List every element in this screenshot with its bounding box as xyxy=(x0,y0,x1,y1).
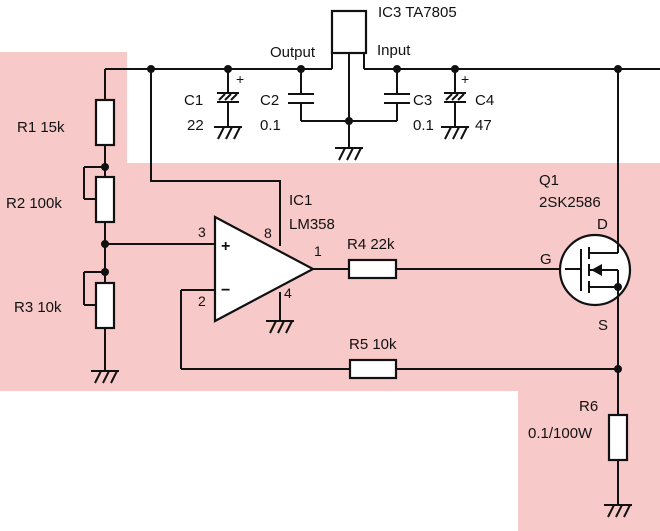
mosfet-q1: Q1 2SK2586 D G S xyxy=(539,172,632,334)
mosfet-drain-label: D xyxy=(597,216,608,233)
capacitor-c2: C2 0.1 xyxy=(260,69,397,134)
resistor-r6: R6 0.1/100W xyxy=(528,398,629,462)
top-rail xyxy=(104,52,660,230)
opamp-minus-sign: − xyxy=(221,282,230,299)
c1-name: C1 xyxy=(184,92,203,109)
capacitor-c3: C3 0.1 xyxy=(384,69,434,134)
c1-value: 22 xyxy=(187,117,204,134)
regulator-label: IC3 TA7805 xyxy=(378,4,457,21)
resistor-r1: R1 15k xyxy=(17,98,116,147)
mosfet-name: Q1 xyxy=(539,172,559,189)
opamp-pin2: 2 xyxy=(198,293,206,309)
capacitor-c1: + C1 22 xyxy=(184,69,244,134)
r1-label: R1 15k xyxy=(17,119,65,136)
r2-label: R2 100k xyxy=(6,195,62,212)
junction-dots xyxy=(101,65,622,373)
c1-polarity: + xyxy=(236,71,244,87)
opamp-part: LM358 xyxy=(289,216,335,233)
opamp-pin1: 1 xyxy=(314,243,322,259)
regulator-output-label: Output xyxy=(270,44,316,61)
opamp-pin8: 8 xyxy=(264,225,272,241)
r5-label: R5 10k xyxy=(349,336,397,353)
potentiometer-r3: R3 10k xyxy=(14,271,116,330)
ground-icon-c4 xyxy=(441,126,469,140)
c3-name: C3 xyxy=(413,92,432,109)
ground-icon-c1 xyxy=(214,126,242,140)
ground-icon-divider xyxy=(91,370,119,384)
resistor-r5: R5 10k xyxy=(348,336,398,380)
c4-value: 47 xyxy=(475,117,492,134)
r3-label: R3 10k xyxy=(14,299,62,316)
opamp-ic1: + − 3 2 8 4 1 IC1 LM358 xyxy=(198,192,335,323)
opamp-pin3: 3 xyxy=(198,224,206,240)
potentiometer-r2: R2 100k xyxy=(6,166,116,224)
mosfet-source-label: S xyxy=(598,317,608,334)
ground-icon-opamp xyxy=(266,320,294,334)
mosfet-part: 2SK2586 xyxy=(539,194,601,211)
ground-icon-regulator xyxy=(335,147,363,161)
highlight-region xyxy=(0,52,660,531)
r6-name: R6 xyxy=(579,398,598,415)
r4-label: R4 22k xyxy=(347,236,395,253)
regulator-input-label: Input xyxy=(377,42,411,59)
regulator-ic3: IC3 TA7805 Output Input xyxy=(270,4,457,148)
c4-name: C4 xyxy=(475,92,494,109)
mosfet-gate-label: G xyxy=(540,251,552,268)
opamp-plus-sign: + xyxy=(221,238,230,255)
r6-value: 0.1/100W xyxy=(528,425,593,442)
c3-value: 0.1 xyxy=(413,117,434,134)
opamp-pin4: 4 xyxy=(284,285,292,301)
c2-name: C2 xyxy=(260,92,279,109)
c2-value: 0.1 xyxy=(260,117,281,134)
capacitor-c4: + C4 47 xyxy=(444,69,494,134)
ground-icon-r6 xyxy=(604,504,632,518)
c4-polarity: + xyxy=(461,71,469,87)
opamp-name: IC1 xyxy=(289,192,312,209)
